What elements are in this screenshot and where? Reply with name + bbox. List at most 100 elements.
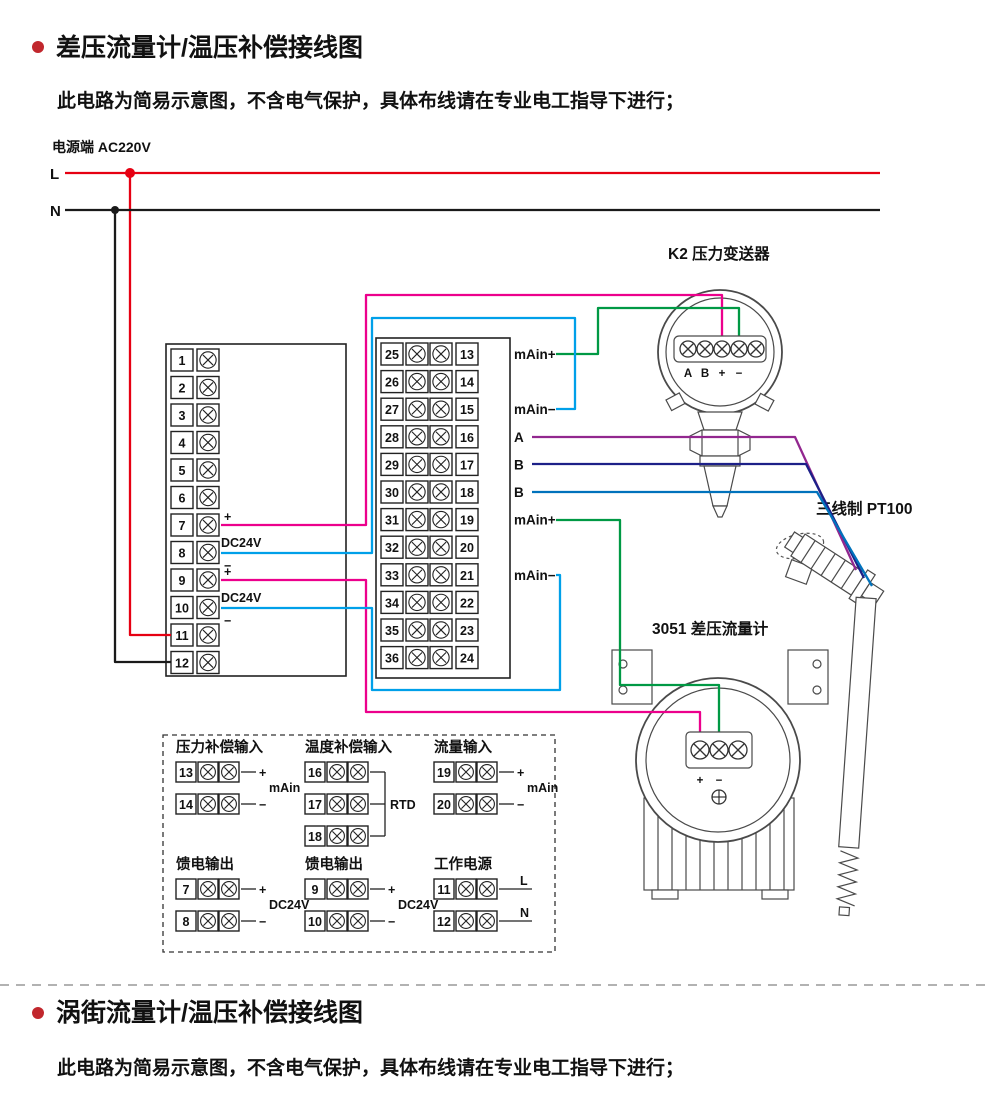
screw-terminal-icon — [326, 793, 348, 815]
text-label: 24 — [460, 652, 474, 666]
text-label: 10 — [175, 602, 189, 616]
screw-terminal-icon — [429, 369, 453, 394]
k2-terminal-b: B — [701, 368, 709, 380]
text-label: DC24V — [221, 536, 262, 550]
text-label: 23 — [460, 624, 474, 638]
section1-title: 差压流量计/温压补偿接线图 — [56, 33, 363, 62]
text-label: L — [520, 874, 528, 888]
text-label: − — [259, 915, 266, 929]
screw-terminal-icon — [405, 397, 429, 421]
screw-terminal-icon — [405, 563, 429, 587]
text-label: − — [388, 915, 395, 929]
left-terminal-row: 11 — [170, 623, 220, 647]
left-terminal-row: 9 — [170, 568, 220, 592]
text-label: mAin− — [514, 402, 556, 417]
screw-terminal-icon — [455, 878, 477, 900]
screw-terminal-icon — [429, 563, 453, 587]
screw-terminal-icon — [196, 430, 220, 455]
text-label: mAin — [527, 781, 558, 795]
left-terminal-row: 4 — [170, 430, 220, 455]
text-label: 8 — [179, 547, 186, 561]
screw-terminal-icon — [197, 761, 219, 783]
text-label: 22 — [460, 596, 474, 610]
wire-dc24v-plus-to-3051 — [221, 578, 702, 734]
pt100-label: 三线制 PT100 — [816, 499, 912, 518]
screw-terminal-icon — [347, 878, 369, 900]
pt100-probe — [835, 596, 877, 917]
screw-terminal-icon — [347, 793, 369, 815]
text-label: 10 — [308, 915, 322, 929]
wire-k2-minus-to-main13 — [556, 306, 741, 356]
dp-flowmeter-3051: 3051 差压流量计 — [611, 619, 829, 900]
screw-terminal-icon — [476, 761, 498, 783]
text-label: − — [224, 614, 231, 628]
text-label: 7 — [179, 519, 186, 533]
left-terminal-row: 10 — [170, 595, 220, 620]
section1-subtitle: 此电路为简易示意图，不含电气保护，具体布线请在专业电工指导下进行； — [57, 89, 684, 112]
text-label: 26 — [385, 376, 399, 390]
text-label: DC24V — [398, 898, 439, 912]
screw-terminal-icon — [429, 342, 453, 366]
text-label: 31 — [385, 514, 399, 528]
text-label: 9 — [179, 574, 186, 588]
junction-dot-n — [111, 206, 119, 214]
screw-terminal-icon — [196, 375, 220, 400]
text-label: 7 — [183, 883, 190, 897]
text-label: − — [517, 798, 524, 812]
text-label: 25 — [385, 348, 399, 362]
text-label: mAin− — [514, 568, 556, 583]
screw-terminal-icon — [405, 342, 429, 366]
screw-terminal-icon — [196, 485, 220, 510]
wire-main21-to-dc24v-minus — [221, 573, 562, 692]
wire-power-l-drop — [128, 173, 171, 637]
text-label: 19 — [437, 766, 451, 780]
screw-terminal-icon — [405, 425, 429, 449]
dp3051-terminal-strip: + − — [685, 731, 753, 805]
text-label: 16 — [460, 431, 474, 445]
screw-terminal-icon — [326, 825, 348, 847]
middle-terminal-row: 26 14 — [380, 369, 479, 394]
text-label: 17 — [460, 458, 474, 472]
section2-bullet-icon — [32, 1007, 44, 1019]
text-label: − — [224, 559, 231, 573]
left-terminal-block — [165, 343, 347, 677]
screw-terminal-icon — [476, 878, 498, 900]
left-terminal-row: 2 — [170, 375, 220, 400]
screw-terminal-icon — [196, 348, 220, 372]
screw-terminal-icon — [347, 910, 369, 932]
text-label: 27 — [385, 403, 399, 417]
text-label: 18 — [460, 486, 474, 500]
screw-terminal-icon — [429, 535, 453, 559]
screw-terminal-icon — [429, 397, 453, 421]
detail-panel-border — [162, 734, 556, 953]
text-label: B — [514, 457, 524, 472]
k2-terminal-strip: A B + − — [673, 335, 767, 380]
text-label: B — [514, 485, 524, 500]
screw-terminal-icon — [455, 761, 477, 783]
text-label: DC24V — [221, 591, 262, 605]
screw-terminal-icon — [455, 793, 477, 815]
junction-dot-l — [125, 168, 135, 178]
screw-terminal-icon — [405, 535, 429, 559]
screw-terminal-icon — [218, 878, 240, 900]
screw-terminal-icon — [196, 403, 220, 427]
text-label: 9 — [312, 883, 319, 897]
text-label: 流量输入 — [434, 738, 492, 756]
k2-label: K2 压力变送器 — [668, 244, 770, 263]
text-label: 压力补偿输入 — [176, 738, 263, 756]
k2-pressure-transmitter: K2 压力变送器 — [657, 244, 783, 518]
text-label: 1 — [179, 354, 186, 368]
text-label: 12 — [175, 657, 189, 671]
screw-terminal-icon — [429, 590, 453, 615]
text-label: RTD — [390, 798, 416, 812]
text-label: 14 — [460, 376, 474, 390]
